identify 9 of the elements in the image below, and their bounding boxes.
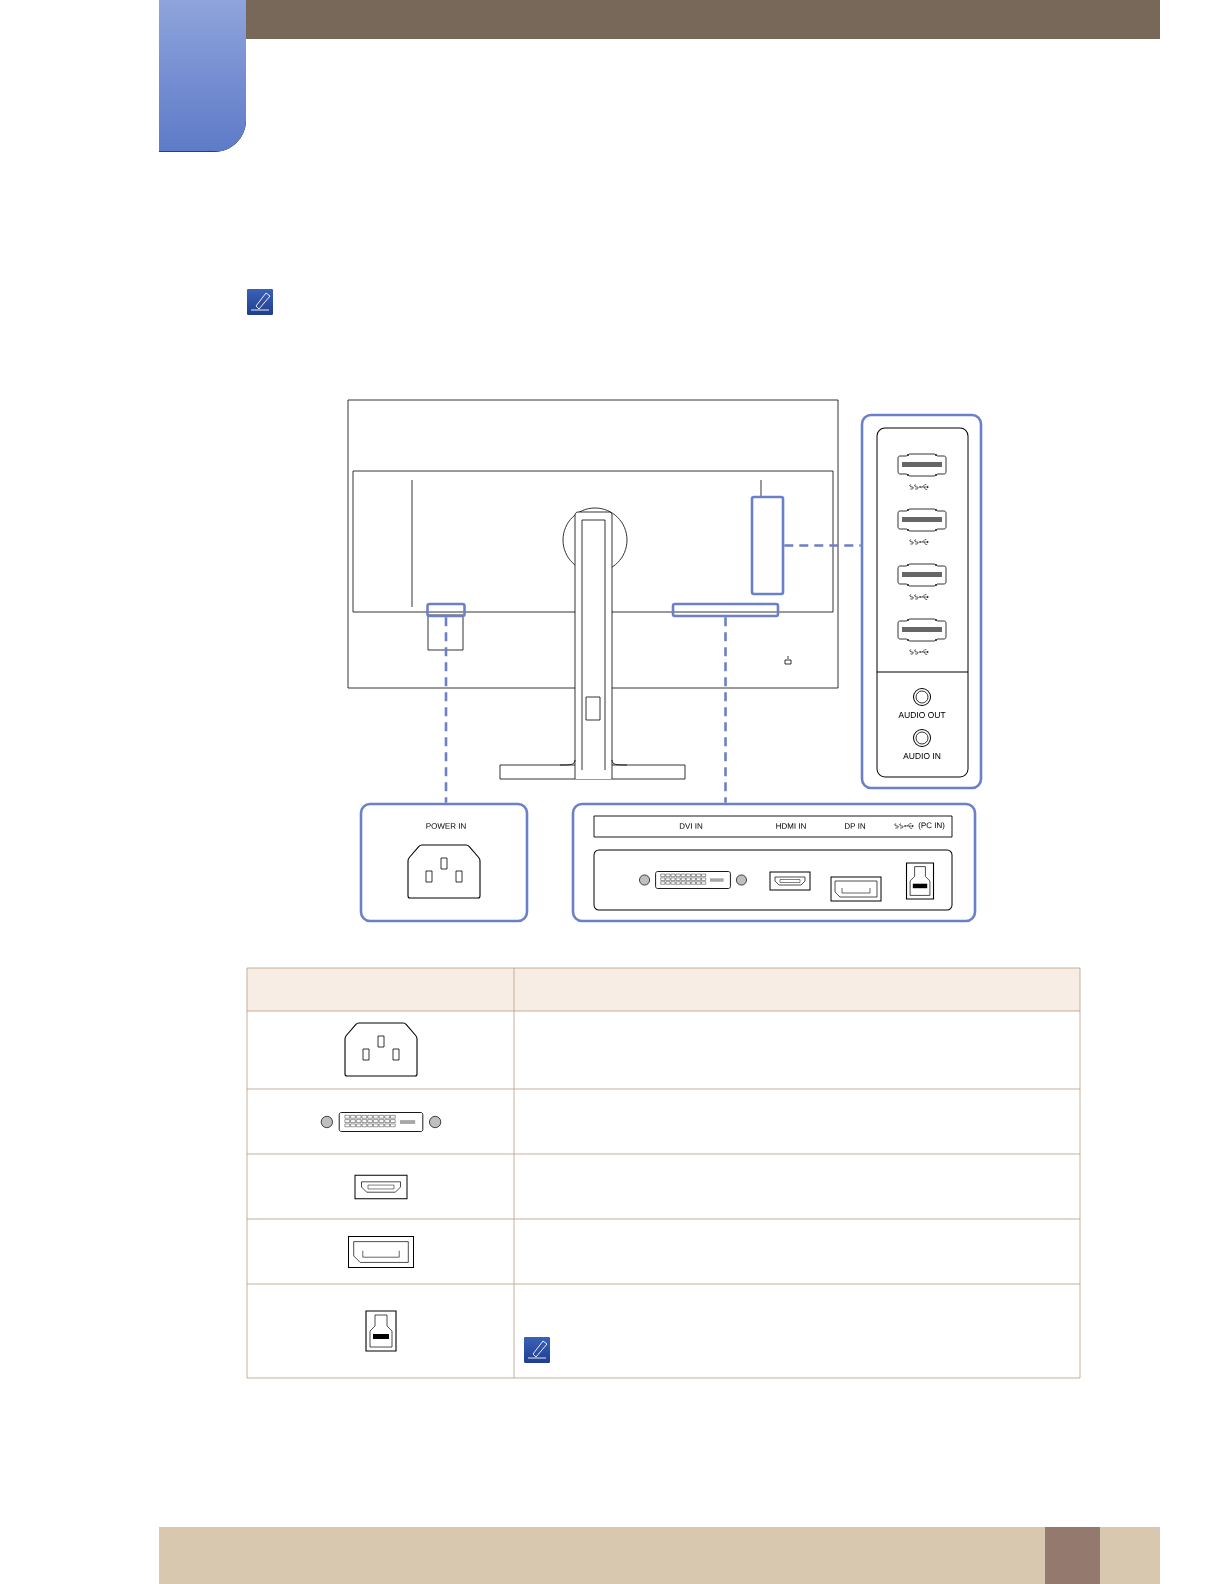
port-panel: POWER IN <box>359 802 529 923</box>
highlight-frame <box>426 602 466 618</box>
connector-line <box>784 544 861 547</box>
port-panel: DVI IN HDMI IN DP IN (PC IN) <box>571 802 977 923</box>
highlight-frame <box>671 602 780 618</box>
highlight-frame <box>750 495 785 596</box>
connector-line <box>444 617 448 803</box>
port-panel: AUDIO OUT AUDIO IN <box>860 413 983 790</box>
connector-line <box>724 617 727 803</box>
